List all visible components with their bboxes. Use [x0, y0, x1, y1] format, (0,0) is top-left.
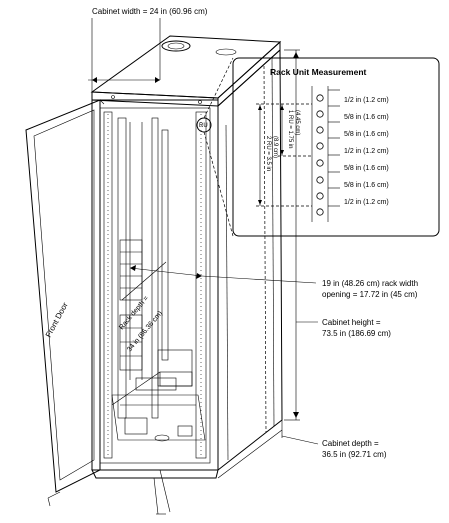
rail-hole	[316, 176, 324, 184]
cabinet-depth-dimension: Cabinet depth = 36.5 in (92.71 cm)	[217, 420, 387, 479]
rail-hole	[316, 94, 324, 102]
spacing-label-1: 1/2 in (1.2 cm)	[344, 97, 389, 104]
rail-holes	[316, 94, 324, 216]
spacing-label-3: 5/8 in (1.6 cm)	[344, 131, 389, 138]
spacing-label-5: 5/8 in (1.6 cm)	[344, 165, 389, 172]
rack-unit-inset: Rack Unit Measurement 1 RU = 1.75 in (4.…	[232, 57, 440, 237]
spacing-label-7: 1/2 in (1.2 cm)	[344, 199, 389, 206]
two-ru-label-1: 2 RU = 3.5 in	[265, 136, 271, 171]
spacing-label-2: 5/8 in (1.6 cm)	[344, 114, 389, 121]
spacing-labels: 1/2 in (1.2 cm) 5/8 in (1.6 cm) 5/8 in (…	[344, 97, 389, 206]
cabinet-depth-label-2: 36.5 in (92.71 cm)	[322, 450, 387, 459]
cabinet-width-dimension: Cabinet width = 24 in (60.96 cm)	[88, 7, 208, 100]
cabinet-top	[90, 35, 282, 108]
rail-hole	[316, 208, 324, 216]
cabinet-front-frame: RU	[91, 99, 219, 515]
cabinet-width-label: Cabinet width = 24 in (60.96 cm)	[92, 7, 208, 16]
rail-hole	[316, 126, 324, 134]
one-ru-label-2: (4.45 cm)	[294, 110, 300, 135]
spacing-label-4: 1/2 in (1.2 cm)	[344, 148, 389, 155]
spacing-ticks	[328, 89, 340, 207]
cabinet-depth-label-1: Cabinet depth =	[322, 439, 379, 448]
cabinet-height-label-1: Cabinet height =	[322, 318, 381, 327]
rack-width-pointer: 19 in (48.26 cm) rack width opening = 17…	[129, 265, 418, 299]
svg-text:RU: RU	[199, 123, 208, 129]
cabinet-side-panel	[217, 48, 283, 472]
two-ru-label-2: (8.9 cm)	[272, 136, 278, 158]
rail-hole	[316, 192, 324, 200]
spacing-label-6: 5/8 in (1.6 cm)	[344, 182, 389, 189]
one-ru-label-1: 1 RU = 1.75 in	[287, 110, 293, 149]
inset-callout-leaders	[203, 57, 234, 237]
cabinet-height-label-2: 73.5 in (186.69 cm)	[322, 329, 391, 338]
rail-hole	[316, 110, 324, 118]
cabinet-height-dimension: Cabinet height = 73.5 in (186.69 cm)	[284, 49, 391, 421]
rack-width-label-1: 19 in (48.26 cm) rack width	[322, 279, 418, 288]
rail-hole	[316, 159, 324, 167]
inset-title: Rack Unit Measurement	[270, 67, 367, 77]
rail-hole	[316, 142, 324, 150]
rack-width-label-2: opening = 17.72 in (45 cm)	[322, 290, 418, 299]
